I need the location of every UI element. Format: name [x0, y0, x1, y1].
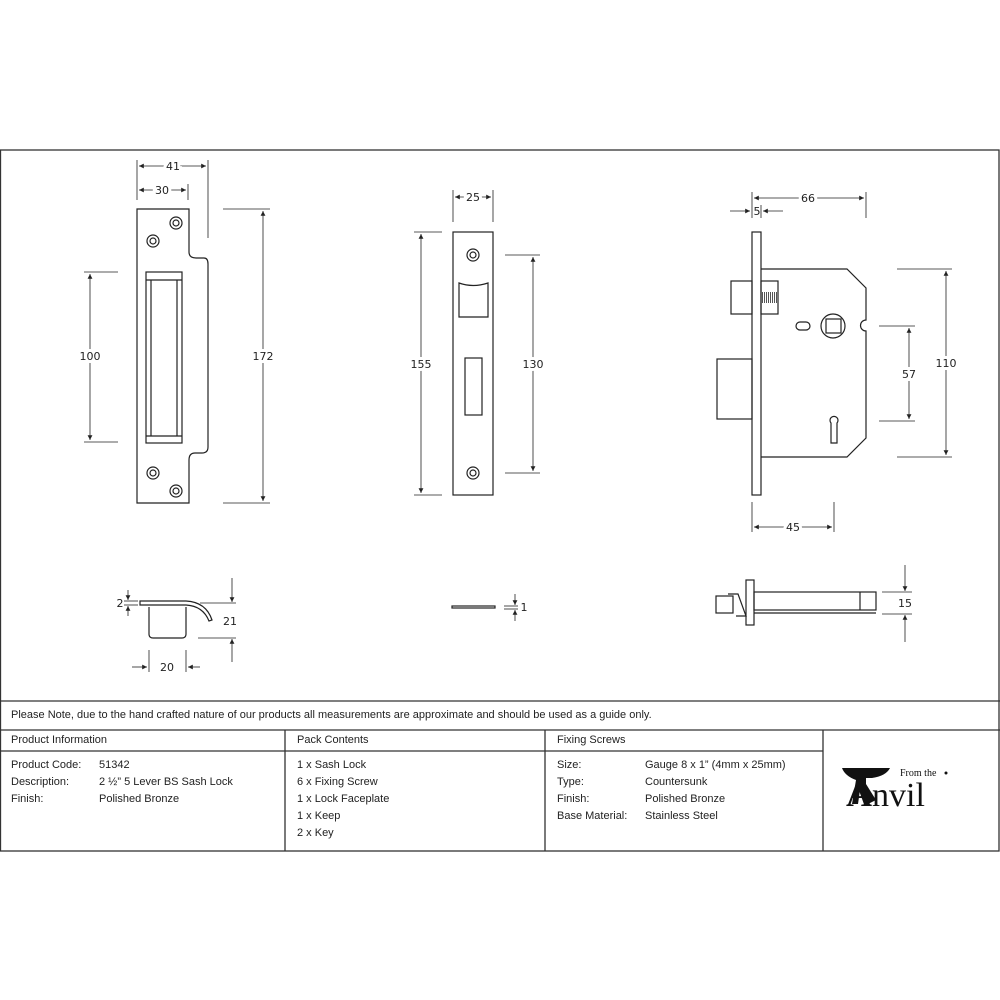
pack-item: 1 x Sash Lock	[297, 759, 367, 771]
dim-keep-side-width: 20	[160, 661, 174, 674]
info-value: 51342	[99, 759, 130, 771]
pack-contents-title: Pack Contents	[297, 734, 369, 746]
pack-contents: 1 x Sash Lock 6 x Fixing Screw 1 x Lock …	[297, 757, 389, 842]
fixing-screws: Size: Gauge 8 x 1” (4mm x 25mm) Type: Coun…	[557, 757, 786, 825]
info-label: Product Code:	[11, 759, 82, 771]
anvil-logo: From the A nvil	[842, 768, 948, 814]
screw-label: Type:	[557, 776, 584, 788]
product-information: Product Code: 51342 Description: 2 ½” 5 Le…	[11, 757, 233, 808]
faceplate-side-view	[451, 605, 496, 609]
dim-lock-faceplate-thickness: 5	[754, 205, 761, 218]
info-value: 2 ½” 5 Lever BS Sash Lock	[99, 776, 233, 788]
pack-item: 6 x Fixing Screw	[297, 776, 378, 788]
screw-row: Type: Countersunk	[557, 774, 786, 791]
info-row: Finish: Polished Bronze	[11, 791, 233, 808]
screw-row: Base Material: Stainless Steel	[557, 808, 786, 825]
frame	[0, 149, 1000, 852]
dim-faceplate-hole-spacing: 130	[523, 358, 544, 371]
dim-faceplate-height: 155	[411, 358, 432, 371]
screw-row: Size: Gauge 8 x 1” (4mm x 25mm)	[557, 757, 786, 774]
measurement-note: Please Note, due to the hand crafted nat…	[11, 709, 652, 721]
dim-lock-centres: 57	[902, 368, 916, 381]
svg-text:From the: From the	[900, 768, 937, 779]
screw-value: Countersunk	[645, 776, 708, 788]
svg-text:A: A	[846, 774, 872, 814]
screw-label: Base Material:	[557, 810, 628, 822]
info-row: Description: 2 ½” 5 Lever BS Sash Lock	[11, 774, 233, 791]
dim-faceplate-width: 25	[466, 191, 480, 204]
screw-label: Finish:	[557, 793, 590, 805]
svg-text:nvil: nvil	[872, 777, 925, 814]
fixing-screws-title: Fixing Screws	[557, 734, 626, 746]
lock-front-view	[716, 231, 867, 496]
dim-lock-depth: 66	[801, 192, 815, 205]
pack-item: 1 x Lock Faceplate	[297, 793, 390, 805]
dim-keep-side-depth: 21	[223, 615, 237, 628]
pack-item: 2 x Key	[297, 827, 334, 839]
keep-side-view	[139, 600, 213, 639]
lock-side-dimensions	[882, 565, 912, 642]
screw-row: Finish: Polished Bronze	[557, 791, 786, 808]
dim-lock-side-thickness: 15	[898, 597, 912, 610]
pack-item: 1 x Keep	[297, 810, 341, 822]
faceplate-front-view	[452, 231, 494, 496]
info-label: Finish:	[11, 793, 44, 805]
screw-value: Polished Bronze	[645, 793, 726, 805]
keep-dimensions	[84, 160, 270, 504]
lock-side-view	[715, 579, 877, 626]
keep-side-dimensions	[124, 578, 236, 672]
product-information-title: Product Information	[11, 734, 107, 746]
screw-value: Gauge 8 x 1” (4mm x 25mm)	[645, 759, 786, 771]
dim-keep-width-plate: 30	[155, 184, 169, 197]
lock-dimensions	[730, 192, 952, 532]
info-label: Description:	[11, 776, 70, 788]
screw-label: Size:	[557, 759, 582, 771]
screw-value: Stainless Steel	[645, 810, 718, 822]
dim-lock-backset: 45	[786, 521, 800, 534]
dim-keep-side-thickness: 2	[117, 597, 124, 610]
keep-front-view	[136, 208, 209, 504]
info-row: Product Code: 51342	[11, 757, 233, 774]
faceplate-side-dimensions	[504, 594, 518, 621]
faceplate-dimensions	[414, 190, 540, 496]
info-value: Polished Bronze	[99, 793, 180, 805]
dim-keep-height: 172	[253, 350, 274, 363]
dim-keep-slot-height: 100	[80, 350, 101, 363]
dim-keep-width-total: 41	[166, 160, 180, 173]
dim-faceplate-side-thickness: 1	[521, 601, 528, 614]
dim-lock-height: 110	[936, 357, 957, 370]
